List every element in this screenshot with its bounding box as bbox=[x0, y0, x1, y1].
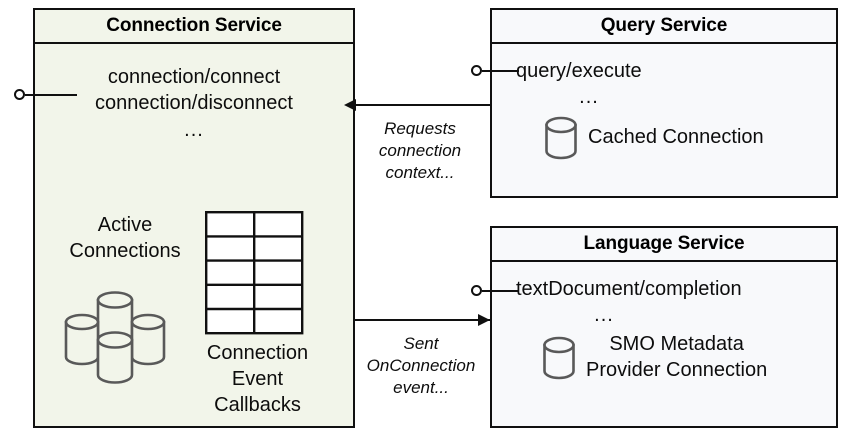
connector-connection-to-language-line bbox=[355, 319, 490, 321]
interface-circle-icon bbox=[471, 285, 482, 296]
operation-ellipsis: ... bbox=[184, 118, 204, 141]
db-label-line-1: SMO Metadata bbox=[609, 333, 744, 355]
callbacks-caption-line-3: Callbacks bbox=[214, 394, 301, 416]
callbacks-caption-line-2: Event bbox=[231, 368, 284, 390]
connector-query-to-connection-label: Requests connection context... bbox=[360, 118, 480, 184]
connection-service-operations: connection/connect connection/disconnect… bbox=[35, 64, 353, 143]
active-connections-caption-line-2: Connections bbox=[69, 240, 181, 262]
interface-stem bbox=[25, 93, 77, 96]
connector-query-to-connection-arrowhead bbox=[344, 99, 356, 111]
smo-metadata-provider-connection-label: SMO Metadata Provider Connection bbox=[586, 332, 767, 383]
connection-event-callbacks-table-icon bbox=[205, 211, 305, 335]
language-service-body: textDocument/completion ... SMO Metadata bbox=[492, 262, 836, 428]
query-service-operations: query/execute bbox=[492, 58, 836, 84]
connector-connection-to-language-label: Sent OnConnection event... bbox=[355, 333, 487, 399]
connection-service-body: connection/connect connection/disconnect… bbox=[35, 44, 353, 428]
db-label-line-2: Provider Connection bbox=[586, 358, 768, 381]
component-query-service[interactable]: Query Service query/execute ... Cached bbox=[490, 8, 838, 198]
interface-circle-icon bbox=[14, 89, 25, 100]
callbacks-caption-line-1: Connection bbox=[206, 342, 309, 364]
query-service-provided-interface[interactable] bbox=[471, 65, 519, 76]
component-connection-service[interactable]: Connection Service connection/connect co… bbox=[33, 8, 355, 428]
query-service-title: Query Service bbox=[492, 10, 836, 44]
query-service-body: query/execute ... Cached Connection bbox=[492, 44, 836, 198]
cached-connection-label: Cached Connection bbox=[588, 126, 764, 149]
label-line-2: connection bbox=[378, 141, 462, 161]
language-service-operations: textDocument/completion bbox=[492, 276, 836, 302]
label-line-1: Requests bbox=[384, 119, 456, 138]
stacked-database-cylinders-icon bbox=[57, 278, 183, 384]
connection-service-title: Connection Service bbox=[35, 10, 353, 44]
interface-stem bbox=[482, 69, 519, 72]
operation-ellipsis: ... bbox=[594, 304, 614, 326]
label-line-1: Sent bbox=[403, 334, 439, 353]
active-connections-caption-line-1: Active bbox=[97, 214, 153, 236]
component-language-service[interactable]: Language Service textDocument/completion… bbox=[490, 226, 838, 428]
interface-stem bbox=[482, 289, 519, 292]
label-line-3: context... bbox=[385, 163, 455, 183]
query-service-operations-ellipsis: ... bbox=[492, 84, 686, 110]
language-service-database-artifact: SMO Metadata Provider Connection bbox=[542, 332, 767, 383]
operation-connection-connect[interactable]: connection/connect bbox=[107, 66, 281, 88]
language-service-operations-ellipsis: ... bbox=[492, 302, 716, 328]
connection-service-provided-interface[interactable] bbox=[14, 89, 77, 100]
label-line-3: event... bbox=[393, 378, 449, 398]
interface-circle-icon bbox=[471, 65, 482, 76]
language-service-provided-interface[interactable] bbox=[471, 285, 519, 296]
query-service-database-artifact: Cached Connection bbox=[544, 116, 764, 160]
connector-query-to-connection-line bbox=[355, 104, 490, 106]
database-cylinder-icon bbox=[542, 336, 576, 380]
connector-connection-to-language-arrowhead bbox=[478, 314, 490, 326]
operation-textdocument-completion[interactable]: textDocument/completion bbox=[516, 278, 742, 300]
database-cylinder-icon bbox=[544, 116, 578, 160]
connection-event-callbacks-caption: Connection Event Callbacks bbox=[185, 340, 330, 418]
language-service-title: Language Service bbox=[492, 228, 836, 262]
active-connections-caption: Active Connections bbox=[45, 212, 205, 264]
operation-connection-disconnect[interactable]: connection/disconnect bbox=[95, 92, 293, 115]
operation-ellipsis: ... bbox=[579, 86, 599, 108]
label-line-2: OnConnection bbox=[366, 356, 476, 376]
operation-query-execute[interactable]: query/execute bbox=[516, 60, 642, 82]
